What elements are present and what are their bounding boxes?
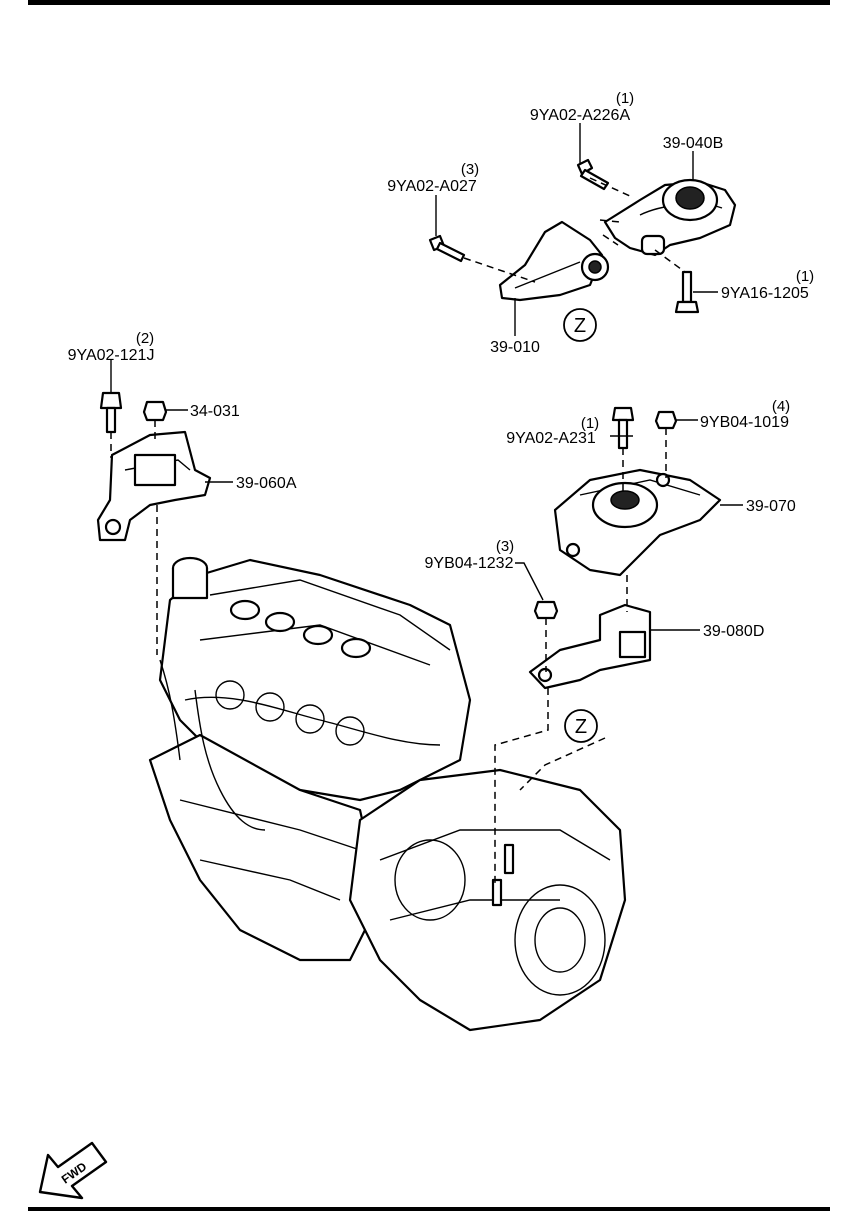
part-39-060A-mount[interactable]: [96, 430, 212, 542]
callout-9YA02-121J[interactable]: 9YA02-121J: [68, 347, 155, 364]
qty-9YB04-1232: (3): [496, 538, 514, 555]
qty-9YA16-1205: (1): [796, 268, 814, 285]
qty-9YA02-121J: (2): [136, 330, 154, 347]
callout-39-080D[interactable]: 39-080D: [703, 623, 764, 640]
nut-34-031[interactable]: [142, 400, 168, 422]
bolt-9YA16-1205[interactable]: [674, 270, 700, 314]
callout-9YA02-A226A[interactable]: 9YA02-A226A: [530, 107, 631, 124]
engine-assembly: [148, 556, 627, 1032]
zone-marker-upper-label: Z: [574, 315, 586, 337]
bolt-9YA02-121J[interactable]: [99, 391, 123, 434]
assembly-lines: [110, 177, 686, 885]
bottom-border: [28, 1207, 830, 1211]
callout-39-010[interactable]: 39-010: [490, 339, 540, 356]
callout-9YA16-1205[interactable]: 9YA16-1205: [721, 285, 809, 302]
part-39-080D-bracket[interactable]: [528, 603, 652, 690]
callout-9YA02-A231[interactable]: 9YA02-A231: [506, 430, 596, 447]
callout-39-060A[interactable]: 39-060A: [236, 475, 297, 492]
qty-9YB04-1019: (4): [772, 398, 790, 415]
qty-9YA02-A231: (1): [581, 415, 599, 432]
callout-labels: (1) 9YA02-A226A 39-040B (3) 9YA02-A027 (…: [68, 90, 815, 640]
leader-lines: [110, 123, 743, 631]
bolt-9YA02-A027[interactable]: [428, 234, 466, 263]
nut-9YB04-1232[interactable]: [533, 600, 559, 620]
zone-marker-lower-label: Z: [575, 716, 587, 738]
part-39-070-mount[interactable]: [553, 468, 722, 577]
part-39-010-bracket[interactable]: [498, 220, 610, 302]
callout-39-040B[interactable]: 39-040B: [663, 135, 724, 152]
fwd-arrow: FWD: [38, 1141, 108, 1200]
callout-9YB04-1232[interactable]: 9YB04-1232: [425, 555, 514, 572]
part-39-040B-mount[interactable]: [603, 178, 737, 257]
callout-9YB04-1019[interactable]: 9YB04-1019: [700, 414, 789, 431]
qty-9YA02-A226A: (1): [616, 90, 634, 107]
bolt-9YA02-A231[interactable]: [611, 406, 635, 450]
top-border: [28, 0, 830, 5]
zone-marker-upper[interactable]: Z: [563, 308, 597, 342]
callout-34-031[interactable]: 34-031: [190, 403, 240, 420]
callout-9YA02-A027[interactable]: 9YA02-A027: [387, 178, 477, 195]
qty-9YA02-A027: (3): [461, 161, 479, 178]
nut-9YB04-1019[interactable]: [654, 410, 678, 430]
zone-marker-lower[interactable]: Z: [564, 709, 598, 743]
callout-39-070[interactable]: 39-070: [746, 498, 796, 515]
